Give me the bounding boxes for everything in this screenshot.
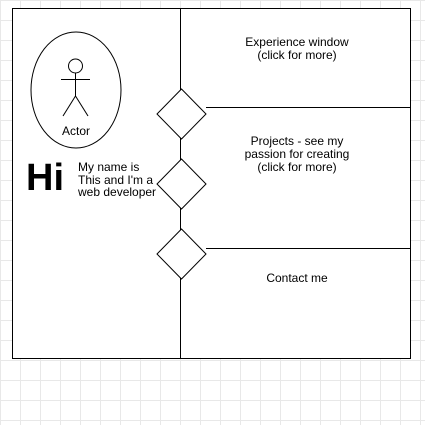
- diamond-experience[interactable]: [156, 88, 207, 140]
- diamond-projects[interactable]: [156, 158, 207, 210]
- actor-label: Actor: [61, 124, 90, 138]
- contact-link[interactable]: Contact me: [266, 271, 328, 285]
- experience-window-link[interactable]: Experience window (click for more): [245, 35, 349, 62]
- greeting-heading: Hi: [26, 157, 64, 199]
- projects-link[interactable]: Projects - see my passion for creating (…: [244, 134, 350, 174]
- greeting-intro: My name is This and I'm a web developer: [78, 160, 157, 199]
- actor-icon: [61, 58, 90, 117]
- diamond-contact[interactable]: [156, 228, 207, 280]
